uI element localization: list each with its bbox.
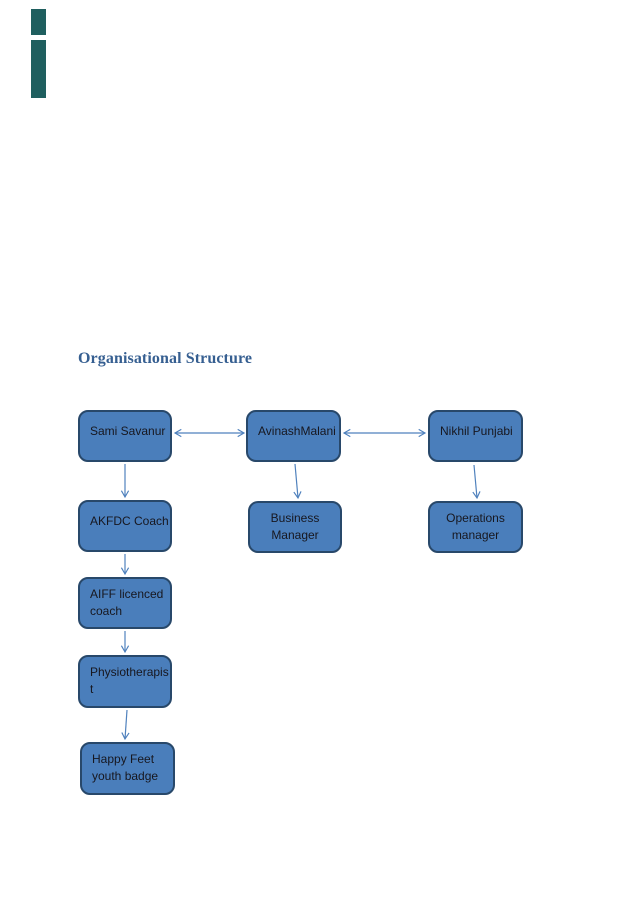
org-node-label: AvinashMalani (258, 424, 336, 438)
org-node-label: AIFF licenced (90, 587, 164, 601)
org-node-label: youth badge (92, 769, 159, 783)
org-node-label: coach (90, 604, 123, 618)
org-node-label: Physiotherapis (90, 665, 169, 679)
org-node-aiff-licenced-coach: AIFF licenced coach (78, 577, 172, 629)
org-node-operations-manager: Operations manager (428, 501, 523, 553)
org-node-label: t (90, 682, 94, 696)
decorative-bar-fragment-bottom (31, 40, 46, 98)
org-node-label: manager (451, 528, 500, 542)
org-node-happy-feet-youth-badge: Happy Feet youth badge (80, 742, 175, 795)
org-node-sami-savanur: Sami Savanur (78, 410, 172, 462)
connector-nikhil-operations (472, 464, 481, 500)
org-node-physiotherapist: Physiotherapis t (78, 655, 172, 708)
org-node-label: Business (270, 511, 320, 525)
org-node-label: Operations (446, 511, 505, 525)
org-node-akfdc-coach: AKFDC Coach (78, 500, 172, 552)
connector-avinash-business (293, 463, 302, 500)
org-node-label: Happy Feet (92, 752, 155, 766)
org-node-label: Nikhil Punjabi (440, 424, 513, 438)
org-node-label: Manager (271, 528, 319, 542)
connector-physio-happy (121, 709, 130, 741)
decorative-bar-fragment-top (31, 9, 46, 35)
org-node-label: AKFDC Coach (90, 514, 169, 528)
page-title: Organisational Structure (78, 350, 253, 367)
org-node-label: Sami Savanur (90, 424, 166, 438)
org-node-nikhil-punjabi: Nikhil Punjabi (428, 410, 523, 462)
org-node-avinash-malani: AvinashMalani (246, 410, 341, 462)
